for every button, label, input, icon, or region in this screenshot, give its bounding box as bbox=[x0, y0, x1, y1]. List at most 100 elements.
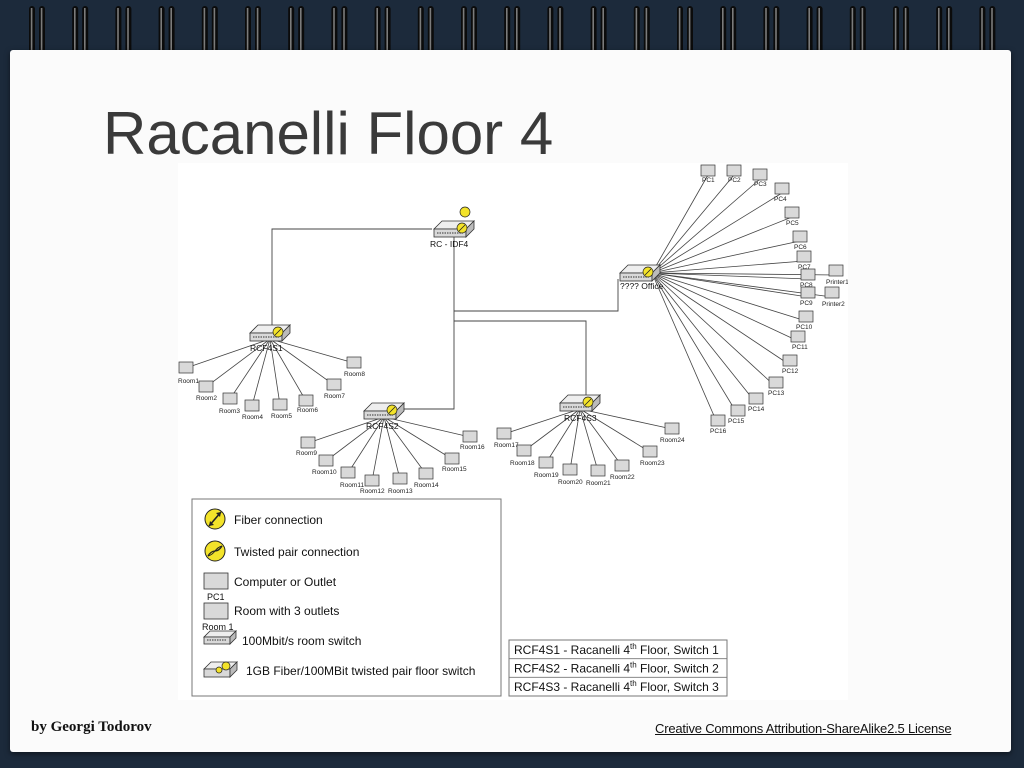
office-pc-node: PC4 bbox=[774, 182, 790, 203]
node-label: Room24 bbox=[660, 437, 685, 444]
cable-link bbox=[651, 272, 777, 388]
room-node: Room4 bbox=[242, 399, 263, 421]
room-node: Room3 bbox=[219, 392, 240, 415]
node-label: Room7 bbox=[324, 393, 345, 400]
office-pc-node: PC6 bbox=[792, 230, 808, 251]
cable-link bbox=[383, 416, 401, 480]
node-label: Room19 bbox=[534, 472, 559, 479]
legend: Fiber connection Twisted pair connection… bbox=[191, 498, 502, 697]
cable-link bbox=[651, 260, 805, 274]
cable-link bbox=[347, 416, 385, 474]
room-node: Room12 bbox=[360, 474, 385, 495]
cable-link bbox=[325, 416, 385, 462]
legend-room-switch-label: 100Mbit/s room switch bbox=[242, 634, 361, 648]
legend-floor-switch-label: 1GB Fiber/100MBit twisted pair floor swi… bbox=[246, 664, 475, 678]
cable-link bbox=[185, 338, 271, 369]
node-label: Room13 bbox=[388, 488, 413, 495]
cable-link bbox=[651, 272, 757, 404]
office-pc-node: PC3 bbox=[752, 168, 768, 188]
node-label: Room22 bbox=[610, 474, 635, 481]
node-label: Room6 bbox=[297, 407, 318, 414]
office-pc-node: PC9 bbox=[800, 286, 816, 307]
node-label: Room15 bbox=[442, 466, 467, 473]
node-label: Room21 bbox=[586, 480, 611, 487]
room-node: Room10 bbox=[312, 454, 337, 476]
switch-label: RCF4S1 bbox=[250, 343, 283, 353]
key-row-text: RCF4S3 - Racanelli 4th Floor, Switch 3 bbox=[514, 679, 719, 694]
cable-link bbox=[251, 338, 271, 407]
cable-link bbox=[579, 408, 623, 467]
cable-link bbox=[383, 416, 471, 438]
key-row-text: RCF4S2 - Racanelli 4th Floor, Switch 2 bbox=[514, 661, 719, 676]
node-label: PC10 bbox=[796, 324, 813, 331]
cable-link bbox=[579, 408, 673, 430]
room-node: Room7 bbox=[324, 378, 345, 400]
room-node: Room5 bbox=[271, 398, 292, 420]
node-label: Room5 bbox=[271, 413, 292, 420]
cable-link bbox=[651, 240, 801, 274]
room-node: Room15 bbox=[442, 452, 467, 473]
node-label: PC1 bbox=[702, 177, 715, 184]
node-label: Room17 bbox=[494, 442, 519, 449]
legend-computer-label: Computer or Outlet bbox=[234, 575, 337, 589]
floor-switch-3-node: RCF4S3 bbox=[559, 394, 601, 423]
node-label: Room14 bbox=[414, 482, 439, 489]
office-pc-node: PC15 bbox=[728, 404, 746, 425]
node-label: Room10 bbox=[312, 469, 337, 476]
room-node: Room20 bbox=[558, 463, 583, 486]
room-node: Room11 bbox=[340, 466, 364, 489]
node-label: Printer2 bbox=[822, 301, 845, 308]
core-switch-node: RC - IDF4 bbox=[430, 220, 475, 249]
cable-link bbox=[269, 338, 307, 402]
node-label: Room20 bbox=[558, 479, 583, 486]
office-pc-node: PC13 bbox=[768, 376, 785, 397]
node-label: Printer1 bbox=[826, 279, 848, 286]
node-label: PC13 bbox=[768, 390, 785, 397]
node-label: PC5 bbox=[786, 220, 799, 227]
node-label: PC16 bbox=[710, 428, 727, 435]
office-pc-node: PC10 bbox=[796, 310, 814, 331]
cable-link bbox=[205, 338, 271, 388]
room-icon bbox=[203, 602, 229, 620]
printer-node: Printer2 bbox=[822, 286, 845, 308]
node-label: Room1 bbox=[178, 378, 199, 385]
node-label: PC9 bbox=[800, 300, 813, 307]
trunk-core-office bbox=[454, 279, 619, 312]
slide-title: Racanelli Floor 4 bbox=[103, 100, 554, 167]
node-label: PC15 bbox=[728, 418, 745, 425]
cable-link bbox=[545, 408, 581, 464]
legend-room-tag: Room 1 bbox=[202, 622, 234, 632]
room-node: Room13 bbox=[388, 472, 413, 495]
node-label: Room9 bbox=[296, 450, 317, 457]
node-label: PC12 bbox=[782, 368, 799, 375]
floor-switch-icon bbox=[203, 661, 238, 678]
license-link[interactable]: Creative Commons Attribution-ShareAlike2… bbox=[655, 721, 952, 736]
room-node: Room16 bbox=[460, 430, 485, 451]
cable-link bbox=[651, 272, 799, 342]
cable-link bbox=[383, 416, 453, 460]
office-pc-node: PC1 bbox=[700, 164, 716, 184]
cable-link bbox=[651, 178, 761, 274]
cable-link bbox=[651, 272, 791, 366]
cable-link bbox=[651, 174, 709, 274]
cable-link bbox=[579, 408, 651, 453]
room-node: Room17 bbox=[494, 427, 519, 449]
room-node: Room22 bbox=[610, 459, 635, 481]
legend-twisted-label: Twisted pair connection bbox=[234, 545, 359, 559]
cable-link bbox=[269, 338, 281, 406]
cable-link bbox=[651, 272, 807, 322]
node-label: PC3 bbox=[754, 181, 767, 188]
office-pc-node: PC7 bbox=[796, 250, 812, 271]
cable-link bbox=[579, 408, 599, 472]
node-label: PC4 bbox=[774, 196, 787, 203]
cable-link bbox=[229, 338, 271, 400]
node-label: PC14 bbox=[748, 406, 765, 413]
switch-key-table: RCF4S1 - Racanelli 4th Floor, Switch 1RC… bbox=[508, 639, 728, 697]
author-credit: by Georgi Todorov bbox=[31, 719, 152, 735]
node-label: Room2 bbox=[196, 395, 217, 402]
node-label: Room12 bbox=[360, 488, 385, 495]
office-pc-node: PC12 bbox=[782, 354, 799, 375]
computer-icon bbox=[203, 572, 229, 590]
trunk-s1-core bbox=[271, 228, 432, 328]
